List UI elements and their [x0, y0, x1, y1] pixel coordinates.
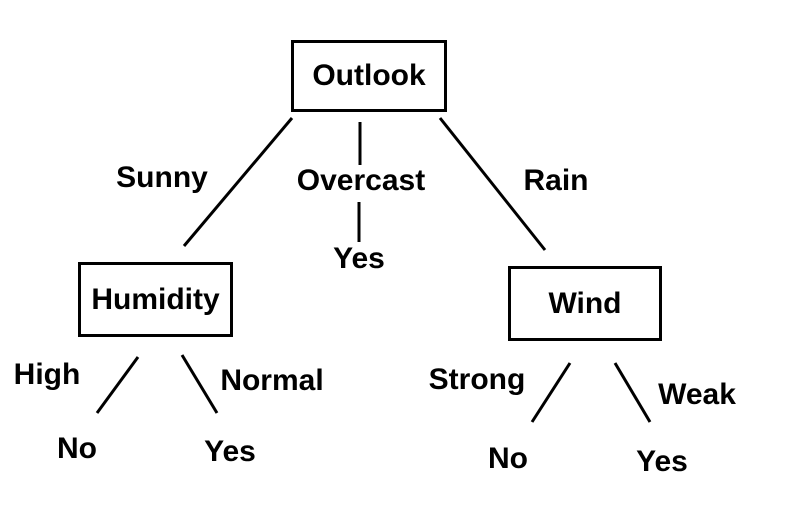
- edge-line-weak: [613, 362, 652, 423]
- edge-label-high: High: [13, 358, 81, 391]
- leaf-normal-yes: Yes: [204, 435, 256, 468]
- edge-line-high: [95, 356, 140, 414]
- node-wind: Wind: [508, 266, 662, 341]
- edge-line-rain: [438, 117, 547, 251]
- leaf-strong-no: No: [488, 442, 528, 475]
- node-wind-label: Wind: [548, 286, 622, 320]
- leaf-weak-yes: Yes: [636, 445, 688, 478]
- edge-line-strong: [530, 362, 572, 423]
- node-humidity: Humidity: [78, 262, 233, 337]
- edge-line-normal: [180, 354, 219, 414]
- node-humidity-label: Humidity: [91, 282, 220, 316]
- edge-label-overcast: Overcast: [296, 164, 426, 197]
- edge-label-weak: Weak: [658, 378, 736, 411]
- edge-label-sunny: Sunny: [116, 161, 208, 194]
- leaf-high-no: No: [57, 432, 97, 465]
- edge-label-normal: Normal: [220, 364, 324, 397]
- edge-label-strong: Strong: [428, 363, 526, 396]
- node-outlook-label: Outlook: [312, 59, 426, 92]
- edge-label-rain: Rain: [523, 164, 589, 197]
- leaf-overcast-yes: Yes: [333, 242, 385, 275]
- edge-line-sunny: [182, 117, 294, 247]
- node-outlook: Outlook: [291, 40, 447, 112]
